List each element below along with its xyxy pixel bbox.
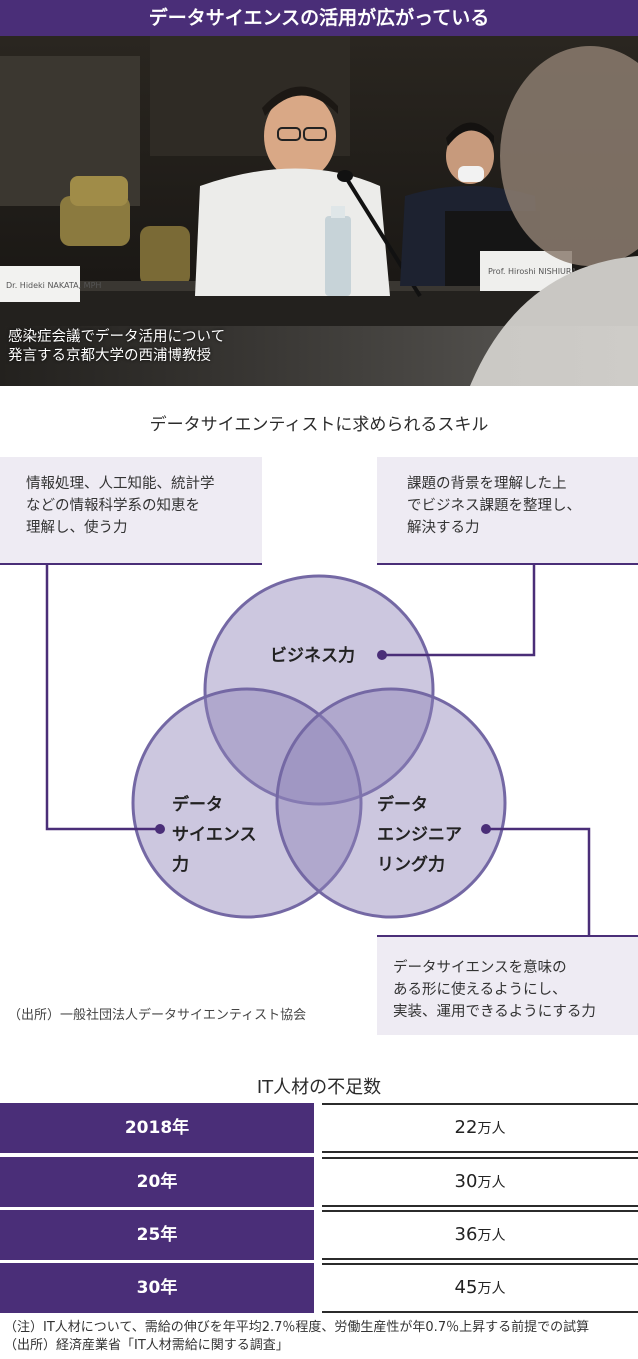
value-cell: 45万人 (322, 1263, 638, 1313)
footnote-note: （注）IT人材について、需給の伸びを年平均2.7％程度、労働生産性が年0.7％上… (4, 1320, 590, 1335)
connector-dot-right (377, 650, 387, 660)
value-number: 36 (454, 1224, 478, 1245)
label-data-science: データ サイエンス 力 (172, 790, 257, 880)
skill-box-business: 課題の背景を理解した上 でビジネス課題を整理し、 解決する力 (377, 457, 638, 565)
value-unit: 万人 (477, 1228, 506, 1244)
skill-box-data-science: 情報処理、人工知能、統計学 などの情報科学系の知恵を 理解し、使う力 (0, 457, 262, 565)
value-number: 22 (454, 1117, 478, 1138)
value-cell: 30万人 (322, 1157, 638, 1207)
label-line: データ (172, 795, 223, 815)
year-cell: 2018年 (0, 1103, 314, 1153)
box-line: データサイエンスを意味の (393, 960, 567, 976)
photo-caption: 感染症会議でデータ活用について 発言する京都大学の西浦博教授 (8, 328, 225, 366)
diagram-title: データサイエンティストに求められるスキル (149, 415, 489, 435)
label-line: リング力 (377, 855, 445, 875)
svg-text:Dr. Hideki NAKATA, MPH: Dr. Hideki NAKATA, MPH (6, 281, 101, 290)
footnotes: （注）IT人材について、需給の伸びを年平均2.7％程度、労働生産性が年0.7％上… (4, 1319, 589, 1355)
circle-business (203, 574, 435, 806)
circle-data-engineering (275, 687, 507, 919)
box-line: 理解し、使う力 (26, 520, 128, 536)
value-unit: 万人 (477, 1281, 506, 1297)
year-cell: 20年 (0, 1157, 314, 1207)
box-line: 課題の背景を理解した上 (407, 476, 567, 492)
skill-box-engineering: データサイエンスを意味の ある形に使えるようにし、 実装、運用できるようにする力 (377, 935, 638, 1035)
box-line: などの情報科学系の知恵を (26, 498, 200, 514)
caption-line-2: 発言する京都大学の西浦博教授 (8, 348, 211, 364)
connector-line-bottom (486, 827, 591, 935)
value-cell: 36万人 (322, 1210, 638, 1260)
label-line: データ (377, 795, 428, 815)
header-title: データサイエンスの活用が広がっている (148, 7, 490, 29)
table-title: IT人材の不足数 (256, 1077, 382, 1098)
label-line: サイエンス (172, 825, 257, 845)
value-number: 30 (454, 1171, 478, 1192)
box-line: 実装、運用できるようにする力 (393, 1004, 596, 1020)
value-number: 45 (454, 1277, 478, 1298)
box-line: でビジネス課題を整理し、 (407, 498, 581, 514)
header-banner: データサイエンスの活用が広がっている (0, 0, 638, 36)
footnote-source: （出所）経済産業省「IT人材需給に関する調査」 (4, 1338, 289, 1353)
conference-photo: Dr. Hideki NAKATA, MPH Prof. Hiroshi NIS… (0, 36, 638, 386)
caption-line-1: 感染症会議でデータ活用について (8, 329, 226, 345)
value-unit: 万人 (477, 1121, 506, 1137)
connector-dot-left (155, 824, 165, 834)
diagram-source: （出所）一般社団法人データサイエンティスト協会 (8, 1008, 307, 1023)
label-line: エンジニア (377, 825, 462, 845)
connector-line-left (45, 565, 160, 831)
connector-line-right (382, 565, 536, 657)
value-unit: 万人 (477, 1175, 506, 1191)
year-cell: 30年 (0, 1263, 314, 1313)
value-cell: 22万人 (322, 1103, 638, 1153)
circle-data-science (131, 687, 363, 919)
year-cell: 25年 (0, 1210, 314, 1260)
box-line: ある形に使えるようにし、 (393, 982, 567, 998)
label-data-engineering: データ エンジニア リング力 (377, 790, 462, 880)
box-line: 情報処理、人工知能、統計学 (26, 476, 215, 492)
box-line: 解決する力 (407, 520, 480, 536)
svg-text:Prof. Hiroshi NISHIURA, Ph.D.: Prof. Hiroshi NISHIURA, Ph.D. (488, 267, 603, 276)
label-business: ビジネス力 (270, 646, 355, 666)
connector-dot-bottom (481, 824, 491, 834)
label-line: 力 (172, 855, 189, 875)
